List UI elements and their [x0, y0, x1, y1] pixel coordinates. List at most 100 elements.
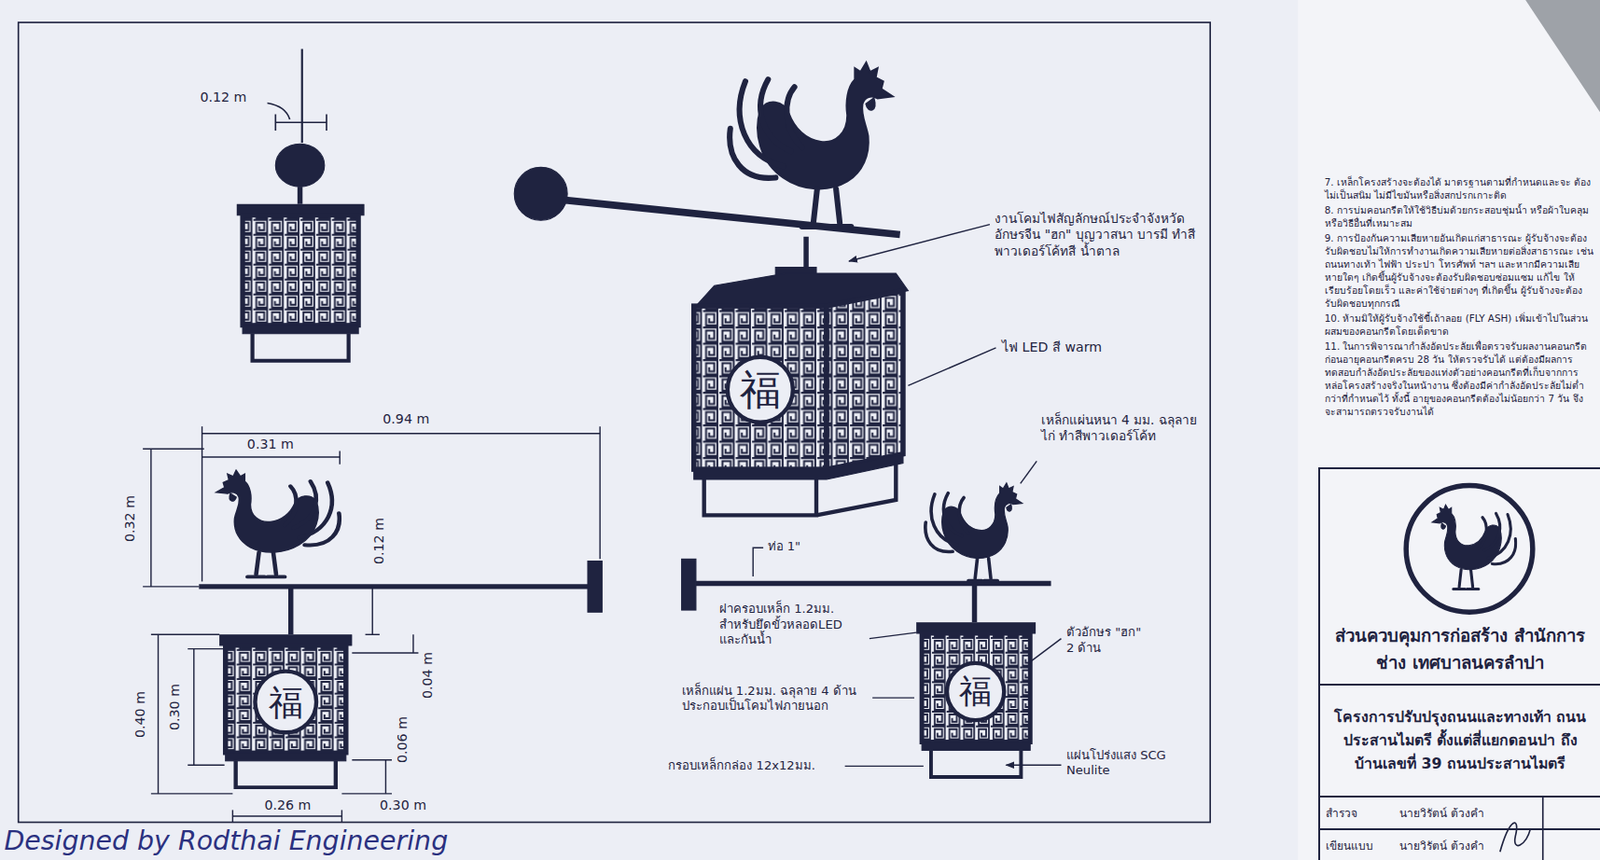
title-block	[1432, 504, 1517, 589]
fu-character: 福	[268, 680, 304, 724]
leader-line	[1029, 639, 1062, 664]
front-elevation	[198, 584, 590, 589]
side-elevation	[236, 48, 365, 361]
callout-note: ตัวอักษร "ฮก" 2 ด้าน	[1066, 625, 1149, 656]
field-value: นายวิรัตน์ ต้วงคำ	[1399, 804, 1485, 822]
right-elevation	[681, 558, 696, 611]
front-elevation	[193, 649, 195, 766]
front-elevation	[254, 671, 317, 734]
dimension-label: 0.26 m	[264, 797, 311, 815]
side-elevation	[275, 121, 327, 124]
perspective-view	[727, 357, 794, 423]
leader-line	[752, 547, 764, 577]
perspective-view	[694, 306, 827, 470]
title-block-cell: สำรวจนายวิรัตน์ ต้วงคำ	[1318, 795, 1600, 829]
front-elevation	[187, 765, 224, 766]
leader-line	[1005, 765, 1061, 766]
front-elevation	[365, 634, 380, 636]
front-elevation	[142, 448, 205, 450]
spec-note: 8. การบ่มคอนกรีตให้ใช้วิธีบ่มด้วยกระสอบช…	[1324, 203, 1595, 230]
drawing-frame	[18, 22, 1211, 822]
front-elevation	[288, 586, 293, 635]
perspective-view	[803, 236, 808, 270]
callout-note: กรอบเหล็กกล่อง 12x12มม.	[667, 758, 815, 774]
dimension-label: 0.30 m	[166, 683, 184, 731]
dimension-label: 0.30 m	[379, 797, 427, 815]
front-elevation	[187, 648, 224, 650]
callout-note: ไฟ LED สี warm	[1001, 339, 1102, 357]
front-elevation	[341, 809, 343, 822]
front-elevation	[351, 759, 392, 761]
spec-note: 10. ห้ามมิให้ผู้รับจ้างใช้ขี้เถ้าลอย (FL…	[1324, 311, 1595, 338]
title-block	[1405, 486, 1544, 860]
perspective-view	[514, 62, 908, 515]
front-elevation	[372, 586, 374, 635]
title-block	[1405, 486, 1533, 613]
perspective-view	[826, 291, 904, 470]
field-value: นายวิรัตน์ ต้วงคำ	[1399, 836, 1485, 855]
front-elevation	[151, 634, 220, 636]
front-elevation	[598, 426, 600, 559]
right-elevation	[972, 584, 977, 624]
spec-note: 9. การป้องกันความเสียหายอันเกิดแก่สาธารณ…	[1324, 231, 1595, 310]
leader-line	[907, 347, 996, 386]
leader-line	[848, 224, 990, 262]
title-block-cell: ส่วนควบคุมการก่อสร้าง สำนักการช่าง เทศบา…	[1318, 467, 1600, 684]
title-block-cell: เขียนแบบนายวิรัตน์ ต้วงคำ	[1318, 828, 1600, 860]
side-elevation	[297, 186, 303, 205]
front-elevation	[142, 426, 600, 822]
front-elevation	[587, 561, 602, 613]
callout-note: เหล็กแผ่นหนา 4 มม. ฉลุลายไก่ ทำสีพาวเดอร…	[1041, 412, 1205, 445]
field-name: เขียนแบบ	[1325, 836, 1400, 855]
callout-note: ท่อ 1"	[767, 539, 802, 555]
callout-note: แผ่นโปร่งแสง SCG Neulite	[1066, 748, 1169, 780]
dimension-label: 0.06 m	[394, 716, 412, 764]
watermark: Designed by Rodthai Engineering	[3, 824, 448, 859]
front-elevation	[351, 652, 418, 654]
notes-page	[1297, 0, 1600, 860]
spec-note: 7. เหล็กโครงสร้างจะต้องได้ มาตรฐานตามที่…	[1324, 175, 1595, 202]
right-elevation	[681, 483, 1052, 778]
front-elevation	[157, 634, 159, 794]
title-block	[1500, 822, 1531, 852]
title-text: ส่วนควบคุมการก่อสร้าง สำนักการช่าง เทศบา…	[1329, 622, 1591, 677]
front-elevation	[219, 634, 352, 788]
front-elevation	[232, 815, 342, 817]
side-elevation	[267, 102, 291, 119]
ground	[1525, 0, 1600, 112]
front-elevation	[232, 809, 234, 822]
front-elevation	[202, 456, 341, 458]
perspective-view	[694, 454, 904, 480]
dimension-label: 0.12 m	[199, 89, 247, 107]
field-name: สำรวจ	[1325, 804, 1400, 822]
notes-list: 7. เหล็กโครงสร้างจะต้องได้ มาตรฐานตามที่…	[1324, 175, 1595, 420]
title-text: โครงการปรับปรุงถนนและทางเท้า ถนนประสานไม…	[1329, 705, 1591, 776]
dimension-label: 0.94 m	[382, 411, 430, 429]
perspective-view	[704, 460, 897, 515]
side-elevation	[236, 204, 365, 362]
callout-note: ฝาครอบเหล็ก 1.2มม. สำหรับยึดขั้วหลอดLED …	[719, 601, 863, 648]
right-elevation	[916, 622, 1036, 778]
front-elevation	[385, 760, 387, 794]
front-elevation	[202, 432, 601, 434]
dimension-label: 0.12 m	[371, 517, 389, 565]
dimension-label: 0.04 m	[419, 652, 437, 699]
leader-line	[869, 632, 917, 640]
dimension-label: 0.32 m	[122, 495, 140, 543]
leader-line	[1020, 460, 1038, 484]
front-elevation	[151, 793, 234, 794]
dimension-label: 0.31 m	[247, 436, 294, 454]
callout-note: เหล็กแผ่น 1.2มม. ฉลุลาย 4 ด้าน ประกอบเป็…	[681, 683, 866, 715]
front-elevation	[142, 426, 602, 822]
spec-note: 11. ในการพิจารณากำลังอัดประลัยเพื่อตรวจร…	[1324, 339, 1595, 418]
title-block-cell: โครงการปรับปรุงถนนและทางเท้า ถนนประสานไม…	[1318, 683, 1600, 796]
front-elevation	[142, 585, 199, 587]
perspective-view	[514, 166, 568, 221]
front-elevation	[216, 470, 340, 577]
